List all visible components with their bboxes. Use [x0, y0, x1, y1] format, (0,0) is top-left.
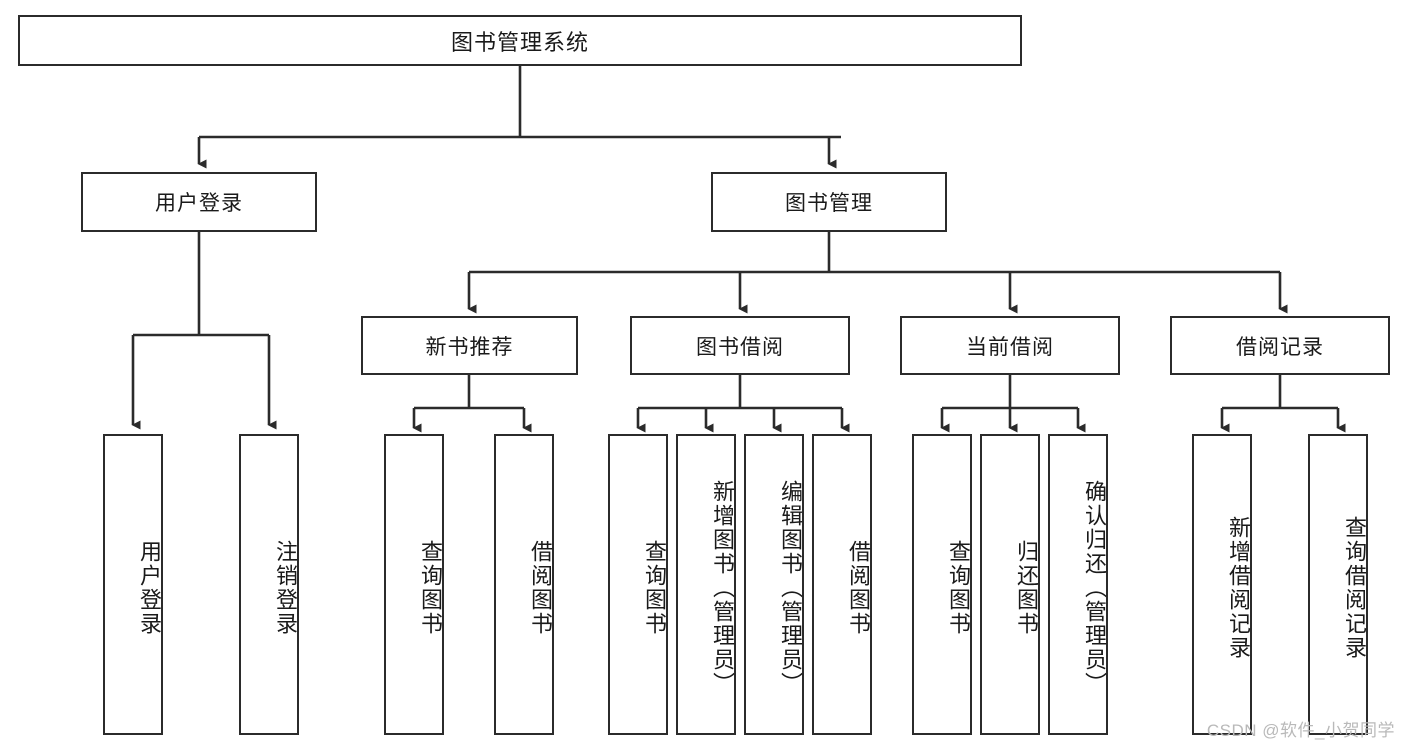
leaf-add-borrow-record[interactable]: 新增借阅记录 [1192, 434, 1252, 735]
node-label: 借阅图书 [846, 539, 871, 636]
node-label: 查询图书 [418, 539, 443, 636]
leaf-user-login[interactable]: 用户登录 [103, 434, 163, 735]
leaf-borrow-book-recommend[interactable]: 借阅图书 [494, 434, 554, 735]
watermark: CSDN @软件_小贺同学 [1206, 721, 1395, 740]
leaf-return-book[interactable]: 归还图书 [980, 434, 1040, 735]
leaf-borrow-book[interactable]: 借阅图书 [812, 434, 872, 735]
node-borrow-record[interactable]: 借阅记录 [1170, 316, 1390, 375]
leaf-add-book-admin[interactable]: 新增图书（管理员） [676, 434, 736, 735]
node-label: 编辑图书（管理员） [778, 479, 803, 696]
node-label: 新增图书（管理员） [710, 479, 735, 696]
node-label: 图书管理 [785, 192, 873, 215]
node-label: 借阅图书 [528, 539, 553, 636]
node-label: 用户登录 [137, 539, 162, 636]
node-user-login[interactable]: 用户登录 [81, 172, 317, 232]
node-label: 图书借阅 [696, 335, 784, 359]
node-label: 借阅记录 [1236, 335, 1324, 359]
node-new-book-recommend[interactable]: 新书推荐 [361, 316, 578, 375]
node-book-management[interactable]: 图书管理 [711, 172, 947, 232]
node-label: 查询图书 [946, 539, 971, 636]
node-book-borrow[interactable]: 图书借阅 [630, 316, 850, 375]
node-label: 归还图书 [1014, 539, 1039, 636]
node-current-borrow[interactable]: 当前借阅 [900, 316, 1120, 375]
leaf-query-book-recommend[interactable]: 查询图书 [384, 434, 444, 735]
node-label: 新书推荐 [425, 335, 514, 359]
node-label: 图书管理系统 [450, 29, 589, 55]
leaf-query-book-borrow[interactable]: 查询图书 [608, 434, 668, 735]
leaf-confirm-return-admin[interactable]: 确认归还（管理员） [1048, 434, 1108, 735]
node-label: 查询图书 [642, 539, 667, 636]
leaf-query-borrow-record[interactable]: 查询借阅记录 [1308, 434, 1368, 735]
node-label: 查询借阅记录 [1342, 515, 1367, 660]
node-root-system[interactable]: 图书管理系统 [18, 15, 1022, 66]
node-label: 确认归还（管理员） [1082, 479, 1107, 696]
node-label: 用户登录 [155, 192, 243, 215]
leaf-query-book-current[interactable]: 查询图书 [912, 434, 972, 735]
node-label: 新增借阅记录 [1226, 515, 1251, 660]
leaf-edit-book-admin[interactable]: 编辑图书（管理员） [744, 434, 804, 735]
leaf-logout[interactable]: 注销登录 [239, 434, 299, 735]
node-label: 注销登录 [273, 539, 298, 636]
node-label: 当前借阅 [966, 335, 1054, 359]
